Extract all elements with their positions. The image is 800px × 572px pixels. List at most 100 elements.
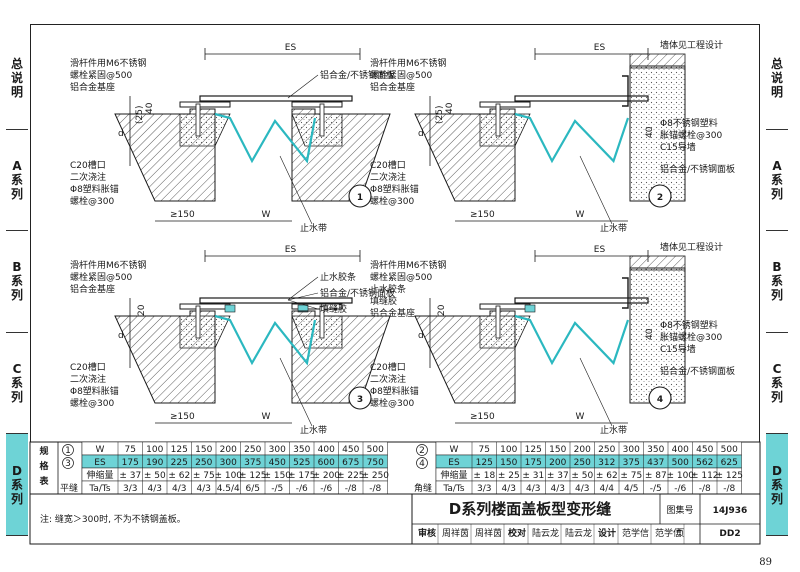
label-text: 铝合金基座 <box>370 81 415 93</box>
series-tab-char: 列 <box>770 491 783 506</box>
series-tab-char: 说 <box>770 71 783 86</box>
label-text: 螺栓@300 <box>370 195 414 207</box>
cell-value: 4/3 <box>197 484 211 494</box>
cell-value: 4/5 <box>624 484 638 494</box>
es-label: ES <box>594 245 606 255</box>
cell-value: 250 <box>244 445 261 455</box>
cell-value: 225 <box>171 458 188 468</box>
anchor-bolt <box>319 103 325 137</box>
label-text: Φ8塑料胀锚 <box>370 385 419 397</box>
cell-value: ± 150 <box>263 471 291 481</box>
label-text: C15导墙 <box>660 343 696 355</box>
label-text: 二次浇注 <box>70 373 106 385</box>
label-waterstop: 止水带 <box>300 424 327 436</box>
dim-150-label: ≥150 <box>170 210 195 220</box>
dim-40-wall-label: 40 <box>645 328 655 340</box>
cell-value: 3/3 <box>477 484 491 494</box>
label-text: 螺栓@300 <box>370 397 414 409</box>
cell-value: 4/3 <box>502 484 516 494</box>
aluminium-base <box>179 101 231 108</box>
row-label: ES <box>448 458 460 468</box>
leader <box>279 357 313 427</box>
label-text: 墙体见工程设计 <box>660 241 723 253</box>
series-tab-0[interactable]: 总说明 <box>766 28 788 130</box>
label-text: 螺栓紧固@500 <box>70 271 132 283</box>
cell-value: 312 <box>598 458 615 468</box>
title-block <box>29 493 761 545</box>
label-text: 螺栓紧固@500 <box>370 69 432 81</box>
series-tab-char: 列 <box>770 288 783 303</box>
label-text: Φ8不锈钢塑料 <box>660 319 718 331</box>
cell-value: 125 <box>171 445 188 455</box>
spec-table-title: 表 <box>38 475 49 487</box>
series-tab-char: 总 <box>770 57 783 72</box>
label-text: 铝合金基座 <box>70 283 115 295</box>
detail-ref-num: 3 <box>65 459 71 469</box>
dim-25-label: (25) <box>435 106 445 124</box>
anchor-bolt <box>195 103 201 137</box>
cell-value: -/6 <box>296 484 308 494</box>
label-text: 铝合金/不锈钢面板 <box>660 365 735 377</box>
detail-number-circle <box>648 386 672 410</box>
series-tab-char: 明 <box>10 85 23 100</box>
label-text: Φ8不锈钢塑料 <box>660 117 718 129</box>
dim-d-label: d <box>418 129 424 139</box>
label-text: 二次浇注 <box>70 171 106 183</box>
cell-value: 300 <box>220 458 237 468</box>
cell-value: 250 <box>598 445 615 455</box>
cell-value: ± 50 <box>571 471 593 481</box>
leader <box>579 357 613 427</box>
series-tab-char: 列 <box>10 491 23 506</box>
signature-cell: 审核 <box>418 527 436 539</box>
dim-20-label: 20 <box>137 304 147 316</box>
series-tab-char: 列 <box>770 390 783 405</box>
label-text: 铝合金基座 <box>370 307 415 319</box>
cell-value: 250 <box>574 458 591 468</box>
aluminium-base <box>479 303 531 310</box>
row-label: Ta/Ts <box>442 484 465 494</box>
series-tab-char: 系 <box>770 376 783 391</box>
aluminium-base <box>179 303 231 310</box>
dim-150-label: ≥150 <box>470 210 495 220</box>
c15-guide-wall <box>629 65 686 202</box>
label-waterstop: 止水带 <box>300 222 327 234</box>
detail-number-circle <box>348 184 372 208</box>
anchor-bolt <box>495 305 501 339</box>
page-label: 页 <box>675 528 684 539</box>
detail-ref <box>416 444 428 456</box>
grout-left <box>479 113 531 147</box>
cell-value: ± 125 <box>715 471 743 481</box>
label-铝合金/不锈钢面板: 铝合金/不锈钢面板 <box>320 287 395 299</box>
series-tab-0[interactable]: 总说明 <box>6 28 28 130</box>
dim-w-label: W <box>576 210 585 220</box>
detail-ref <box>62 457 74 469</box>
wall-above <box>629 255 686 271</box>
cell-value: 75 <box>125 445 136 455</box>
joint-type: 平缝 <box>60 482 78 494</box>
cell-value: 750 <box>367 458 384 468</box>
cell-value: -/6 <box>674 484 686 494</box>
cover-plate <box>199 95 353 102</box>
dim-40-wall-label: 40 <box>645 126 655 138</box>
dim-150-label: ≥150 <box>470 412 495 422</box>
dim-d-label: d <box>418 331 424 341</box>
cell-value: ± 37 <box>547 471 569 481</box>
es-label: ES <box>594 43 606 53</box>
cell-value: ± 62 <box>168 471 190 481</box>
row-label: ES <box>94 458 106 468</box>
detail-number: 1 <box>357 193 363 203</box>
label-text: 螺栓紧固@500 <box>370 271 432 283</box>
row-label: Ta/Ts <box>88 484 111 494</box>
series-tab-char: 系 <box>10 477 23 492</box>
cell-value: 75 <box>479 445 490 455</box>
